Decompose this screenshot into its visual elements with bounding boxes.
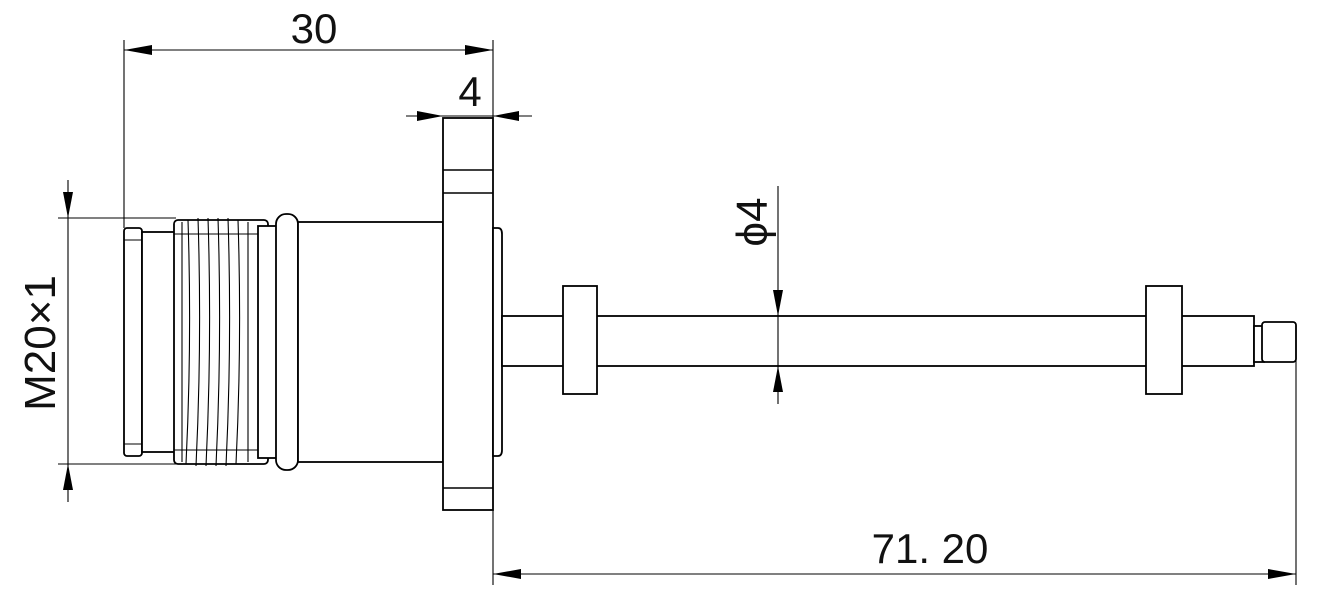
dimension-thread: M20×1 — [16, 180, 176, 502]
dimension-overall-length-label: 30 — [291, 5, 338, 52]
probe-rod — [501, 285, 1297, 395]
dimension-flange-thickness: 4 — [406, 68, 532, 121]
dimension-thread-label: M20×1 — [16, 275, 65, 411]
dimension-probe-diameter-label: ϕ4 — [728, 197, 777, 246]
dimension-probe-length-label: 71. 20 — [872, 525, 989, 572]
dimension-probe-diameter: ϕ4 — [728, 186, 783, 404]
dimension-probe-length: 71. 20 — [492, 326, 1297, 585]
thread-lines — [174, 217, 268, 467]
dimension-overall-length: 30 — [123, 5, 494, 228]
dimension-flange-thickness-label: 4 — [458, 68, 481, 115]
connector-body — [123, 117, 503, 511]
